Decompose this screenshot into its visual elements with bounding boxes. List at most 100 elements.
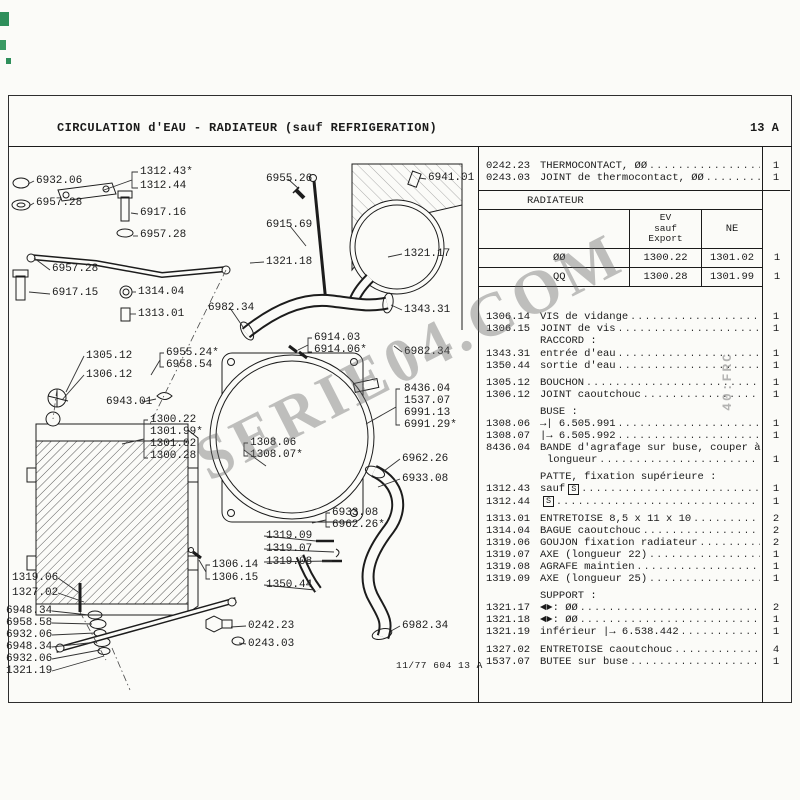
item-desc: BUTEE sur buse [540, 655, 629, 668]
lower-hose [361, 465, 405, 640]
callout-8436.04: 8436.04 [404, 383, 451, 395]
dot-leader [580, 602, 760, 614]
callout-1321.18: 1321.18 [266, 256, 313, 268]
callout-6958.58: 6958.58 [6, 617, 53, 629]
header-rule [8, 146, 792, 147]
item-desc: BAGUE caoutchouc [540, 524, 641, 537]
list-item: 1312.43saufS1 [479, 483, 790, 495]
dot-leader [643, 525, 760, 537]
callout-1319.08: 1319.08 [266, 556, 313, 568]
callout-0242.23: 0242.23 [248, 620, 295, 632]
item-qty: 1 [772, 626, 780, 639]
callout-1301.02: 1301.02 [150, 438, 197, 450]
item-desc: JOINT caoutchouc [540, 388, 641, 401]
col-ev-line: EV [659, 212, 672, 224]
page-frame [8, 95, 792, 703]
callout-6991.29: 6991.29* [404, 419, 457, 431]
item-qty: 1 [772, 483, 780, 496]
engine-wall [346, 163, 463, 330]
item-ref: 1319.07 [486, 548, 531, 561]
dot-leader [618, 430, 760, 442]
fan-shroud [209, 352, 375, 523]
radiator-table-header-row: EV sauf Export NE [479, 210, 763, 249]
dot-leader [649, 573, 760, 585]
callout-1306.12: 1306.12 [86, 369, 133, 381]
item-ref: 1321.18 [486, 614, 531, 627]
callout-1319.09: 1319.09 [266, 530, 313, 542]
callout-1313.01: 1313.01 [138, 308, 185, 320]
radiator-table-corner [479, 210, 629, 248]
callout-1314.04: 1314.04 [138, 286, 185, 298]
retaining-clip [156, 392, 173, 400]
callout-6941.01: 6941.01 [428, 172, 475, 184]
list-subheader: BUSE : [479, 406, 790, 418]
item-ref: 1306.15 [486, 323, 531, 336]
item-ref: 1321.17 [486, 602, 531, 615]
scan-artifact [0, 12, 9, 26]
item-ref: 1319.06 [486, 536, 531, 549]
item-desc: BUSE : [540, 405, 578, 418]
item-ref: 1343.31 [486, 347, 531, 360]
item-desc: inférieur |→ 6.538.442 [540, 626, 679, 639]
callout-1306.14: 1306.14 [212, 559, 259, 571]
item-qty: 1 [772, 376, 780, 389]
dot-leader [618, 348, 760, 360]
callout-1319.07: 1319.07 [266, 543, 313, 555]
callout-1537.07: 1537.07 [404, 395, 451, 407]
item-ref: 1314.04 [486, 524, 531, 537]
engine-symbol: ØØ [553, 252, 566, 265]
part-ref: 1300.22 [629, 249, 701, 268]
callout-6932.06: 6932.06 [6, 653, 53, 665]
quantity-column-line [762, 147, 763, 703]
item-qty: 1 [772, 359, 780, 372]
section-rule [479, 190, 790, 192]
boxed-letter: S [568, 483, 580, 495]
dot-leader [681, 626, 760, 638]
item-ref: 1537.07 [486, 655, 531, 668]
item-qty: 1 [772, 614, 780, 627]
callout-6933.08: 6933.08 [402, 473, 449, 485]
item-qty: 1 [773, 252, 781, 265]
list-subheader: SUPPORT : [479, 590, 790, 602]
callout-6948.34: 6948.34 [6, 605, 53, 617]
callout-6957.28: 6957.28 [140, 229, 187, 241]
part-ref: 1301.02 [701, 249, 762, 268]
item-ref: 1308.06 [486, 417, 531, 430]
item-qty: 1 [772, 311, 780, 324]
drain-screw [188, 547, 202, 560]
list-item: 1308.06 →| 6.505.991 1 [479, 418, 790, 430]
list-item: 1308.07|→ 6.505.9921 [479, 430, 790, 442]
dot-leader [599, 454, 760, 466]
callout-1308.07: 1308.07* [250, 449, 303, 461]
item-qty: 1 [772, 417, 780, 430]
callout-1300.28: 1300.28 [150, 450, 197, 462]
item-desc: ◄►: ØØ [540, 614, 578, 627]
callout-6958.54: 6958.54 [166, 359, 213, 371]
dot-leader [706, 172, 760, 184]
column-ev-sauf-export: EV sauf Export [629, 210, 701, 249]
item-desc: ◄►: ØØ [540, 602, 578, 615]
construction-lines [52, 269, 227, 691]
callout-6917.15: 6917.15 [52, 287, 99, 299]
callout-1327.02: 1327.02 [12, 587, 59, 599]
item-desc: →| 6.505.991 [540, 417, 616, 430]
item-desc: JOINT de vis [540, 323, 616, 336]
nut-washer-parts [11, 177, 31, 211]
callout-1343.31: 1343.31 [404, 304, 451, 316]
callout-6991.13: 6991.13 [404, 407, 451, 419]
item-desc: entrée d'eau [540, 347, 616, 360]
item-ref: 1306.12 [486, 388, 531, 401]
dot-leader [693, 513, 760, 525]
item-desc: AGRAFE maintien [540, 561, 635, 574]
dot-leader [581, 483, 760, 495]
dot-leader [618, 323, 760, 335]
